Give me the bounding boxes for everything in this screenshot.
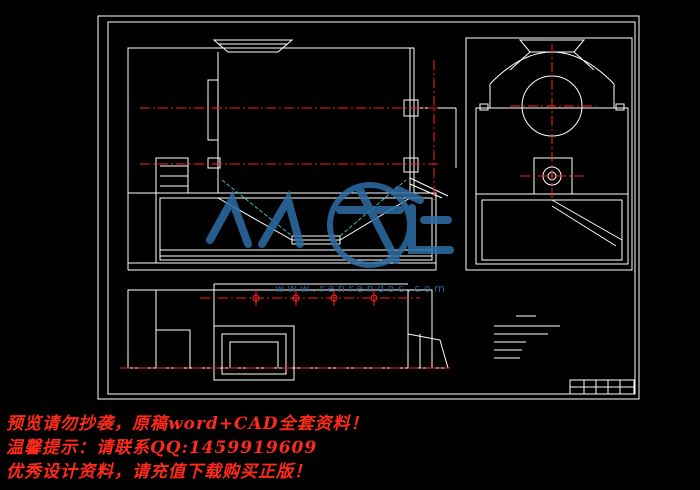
- watermark-url: w w w . r e n r e n d o c . c o m: [275, 282, 445, 295]
- watermark-logo: [206, 182, 454, 268]
- side-view-centerlines: [510, 44, 596, 200]
- banner-line-2: 温馨提示：请联系QQ:1459919609: [6, 438, 318, 458]
- cad-drawing: w w w . r e n r e n d o c . c o m: [97, 15, 640, 400]
- technical-notes: [494, 315, 560, 359]
- side-view: [465, 37, 633, 271]
- drawing-frame: [97, 15, 640, 400]
- banner-line-1: 预览请勿抄袭，原稿word+CAD全套资料！: [6, 414, 369, 434]
- title-block: [569, 379, 635, 395]
- top-view-centerlines: [120, 290, 450, 369]
- front-view-centerlines: [140, 60, 440, 200]
- watermark: w w w . r e n r e n d o c . c o m: [206, 182, 454, 295]
- banner-line-3: 优秀设计资料，请充值下载购买正版！: [6, 462, 312, 482]
